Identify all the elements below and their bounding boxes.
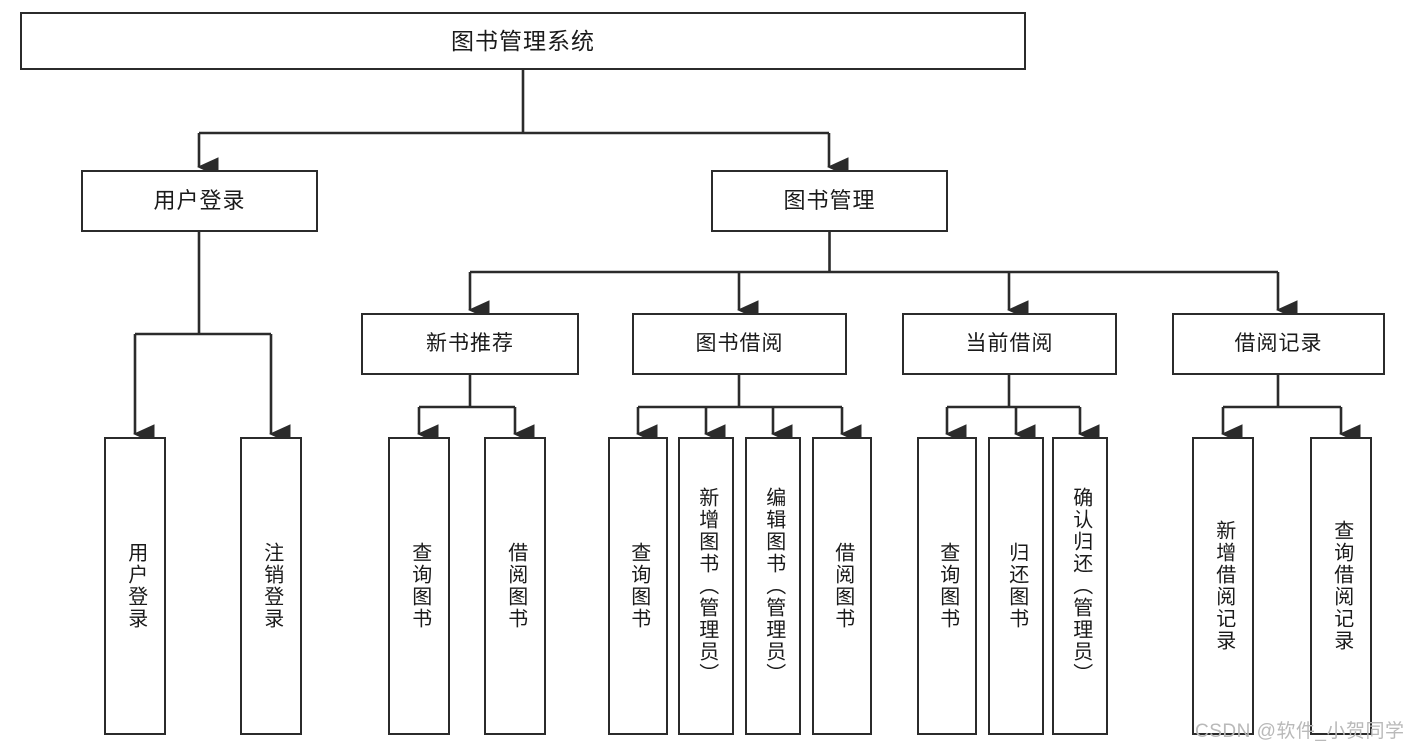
leaf-logout[interactable]: 注销登录 xyxy=(240,437,302,735)
leaf-edit-book-label: 编辑图书（管理员） xyxy=(762,487,785,685)
leaf-confirm-return-label: 确认归还（管理员） xyxy=(1069,487,1092,685)
leaf-query-book-rec-label: 查询图书 xyxy=(408,542,431,630)
node-borrow-record-label: 借阅记录 xyxy=(1234,331,1323,355)
leaf-logout-label: 注销登录 xyxy=(260,542,283,630)
leaf-return-book[interactable]: 归还图书 xyxy=(988,437,1044,735)
leaf-query-book-cur-label: 查询图书 xyxy=(936,542,959,630)
node-new-book-rec[interactable]: 新书推荐 xyxy=(361,313,579,375)
leaf-query-book-borrow[interactable]: 查询图书 xyxy=(608,437,668,735)
node-book-manage[interactable]: 图书管理 xyxy=(711,170,948,232)
leaf-user-login[interactable]: 用户登录 xyxy=(104,437,166,735)
leaf-query-book-rec[interactable]: 查询图书 xyxy=(388,437,450,735)
leaf-borrow-book-rec-label: 借阅图书 xyxy=(504,542,527,630)
node-current-borrow-label: 当前借阅 xyxy=(965,331,1054,355)
leaf-query-record-label: 查询借阅记录 xyxy=(1330,520,1353,652)
leaf-query-book-cur[interactable]: 查询图书 xyxy=(917,437,977,735)
leaf-query-record[interactable]: 查询借阅记录 xyxy=(1310,437,1372,735)
leaf-return-book-label: 归还图书 xyxy=(1005,542,1028,630)
leaf-query-book-borrow-label: 查询图书 xyxy=(627,542,650,630)
leaf-add-record[interactable]: 新增借阅记录 xyxy=(1192,437,1254,735)
node-user-login-label: 用户登录 xyxy=(153,188,246,214)
node-current-borrow[interactable]: 当前借阅 xyxy=(902,313,1117,375)
node-book-borrow-label: 图书借阅 xyxy=(695,331,784,355)
leaf-add-record-label: 新增借阅记录 xyxy=(1212,520,1235,652)
node-root-label: 图书管理系统 xyxy=(451,27,595,54)
node-user-login[interactable]: 用户登录 xyxy=(81,170,318,232)
leaf-confirm-return[interactable]: 确认归还（管理员） xyxy=(1052,437,1108,735)
leaf-edit-book[interactable]: 编辑图书（管理员） xyxy=(745,437,801,735)
node-new-book-rec-label: 新书推荐 xyxy=(426,331,514,355)
leaf-borrow-book-rec[interactable]: 借阅图书 xyxy=(484,437,546,735)
leaf-add-book-label: 新增图书（管理员） xyxy=(695,487,718,685)
leaf-user-login-label: 用户登录 xyxy=(124,542,147,630)
node-book-borrow[interactable]: 图书借阅 xyxy=(632,313,847,375)
node-borrow-record[interactable]: 借阅记录 xyxy=(1172,313,1385,375)
leaf-add-book[interactable]: 新增图书（管理员） xyxy=(678,437,734,735)
leaf-borrow-book-label: 借阅图书 xyxy=(831,542,854,630)
node-book-manage-label: 图书管理 xyxy=(783,188,876,214)
leaf-borrow-book[interactable]: 借阅图书 xyxy=(812,437,872,735)
node-root[interactable]: 图书管理系统 xyxy=(20,12,1026,70)
